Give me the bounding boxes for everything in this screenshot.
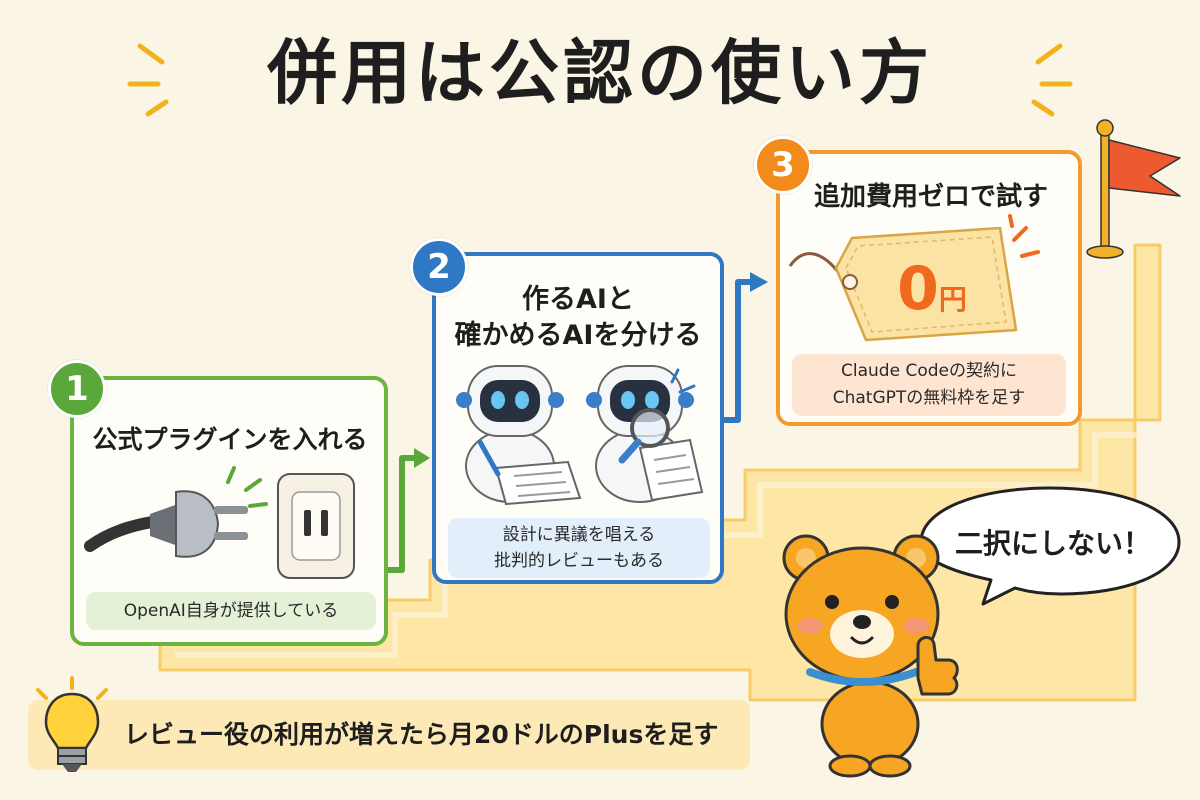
step-3-note-line-1: Claude Codeの契約に	[841, 361, 1017, 381]
goal-flag-icon	[1086, 119, 1181, 259]
price-value: 0	[897, 254, 939, 324]
lightbulb-icon	[36, 676, 108, 772]
tip-banner	[28, 700, 750, 770]
plug-and-socket-illustration	[84, 466, 355, 579]
step-2-title-line-2: 確かめるAIを分ける	[454, 320, 702, 351]
step-3-title: 追加費用ゼロで試す	[813, 182, 1048, 212]
step-2-title: 作るAIと 確かめるAIを分ける	[440, 282, 716, 354]
price-tag-illustration	[788, 214, 1040, 342]
bear-mascot-icon	[782, 534, 959, 778]
arrow-1-to-2-icon	[388, 448, 430, 573]
robot-writing-icon	[456, 365, 582, 506]
step-3-note: Claude Codeの契約に ChatGPTの無料枠を足す	[792, 354, 1066, 416]
power-plug-icon	[84, 490, 248, 558]
sparkle-lines-icon	[1008, 214, 1040, 258]
step-2-number-badge: 2	[410, 238, 468, 296]
two-robots-illustration	[456, 365, 704, 506]
step-2-note-line-1: 設計に異議を唱える	[502, 525, 656, 545]
speech-bubble	[919, 486, 1181, 606]
step-3-note-line-2: ChatGPTの無料枠を足す	[832, 388, 1026, 408]
mascot-speech-text: 二択にしない！	[954, 527, 1151, 560]
wall-socket-icon	[277, 473, 355, 579]
price-unit: 円	[938, 283, 967, 316]
step-1-note: OpenAI自身が提供している	[86, 592, 376, 630]
step-1-number-badge: 1	[48, 360, 106, 418]
thumbs-up-icon	[916, 636, 959, 696]
step-2-note-line-2: 批判的レビューもある	[494, 551, 664, 571]
page-title: 併用は公認の使い方	[267, 32, 933, 114]
arrow-2-to-3-icon	[724, 272, 768, 423]
step-2-title-line-1: 作るAIと	[522, 284, 634, 315]
spark-lines-icon	[226, 466, 268, 508]
step-2-note: 設計に異議を唱える 批判的レビューもある	[448, 518, 710, 578]
price-label: 0円	[868, 254, 996, 324]
step-3-number-badge: 3	[754, 136, 812, 194]
robot-reviewing-icon	[586, 365, 704, 503]
tip-text: レビュー役の利用が増えたら月20ドルのPlusを足す	[124, 720, 719, 749]
price-tag-icon	[788, 226, 1018, 342]
title-sparkle-icons	[127, 43, 1073, 117]
step-1-title: 公式プラグインを入れる	[92, 425, 368, 454]
